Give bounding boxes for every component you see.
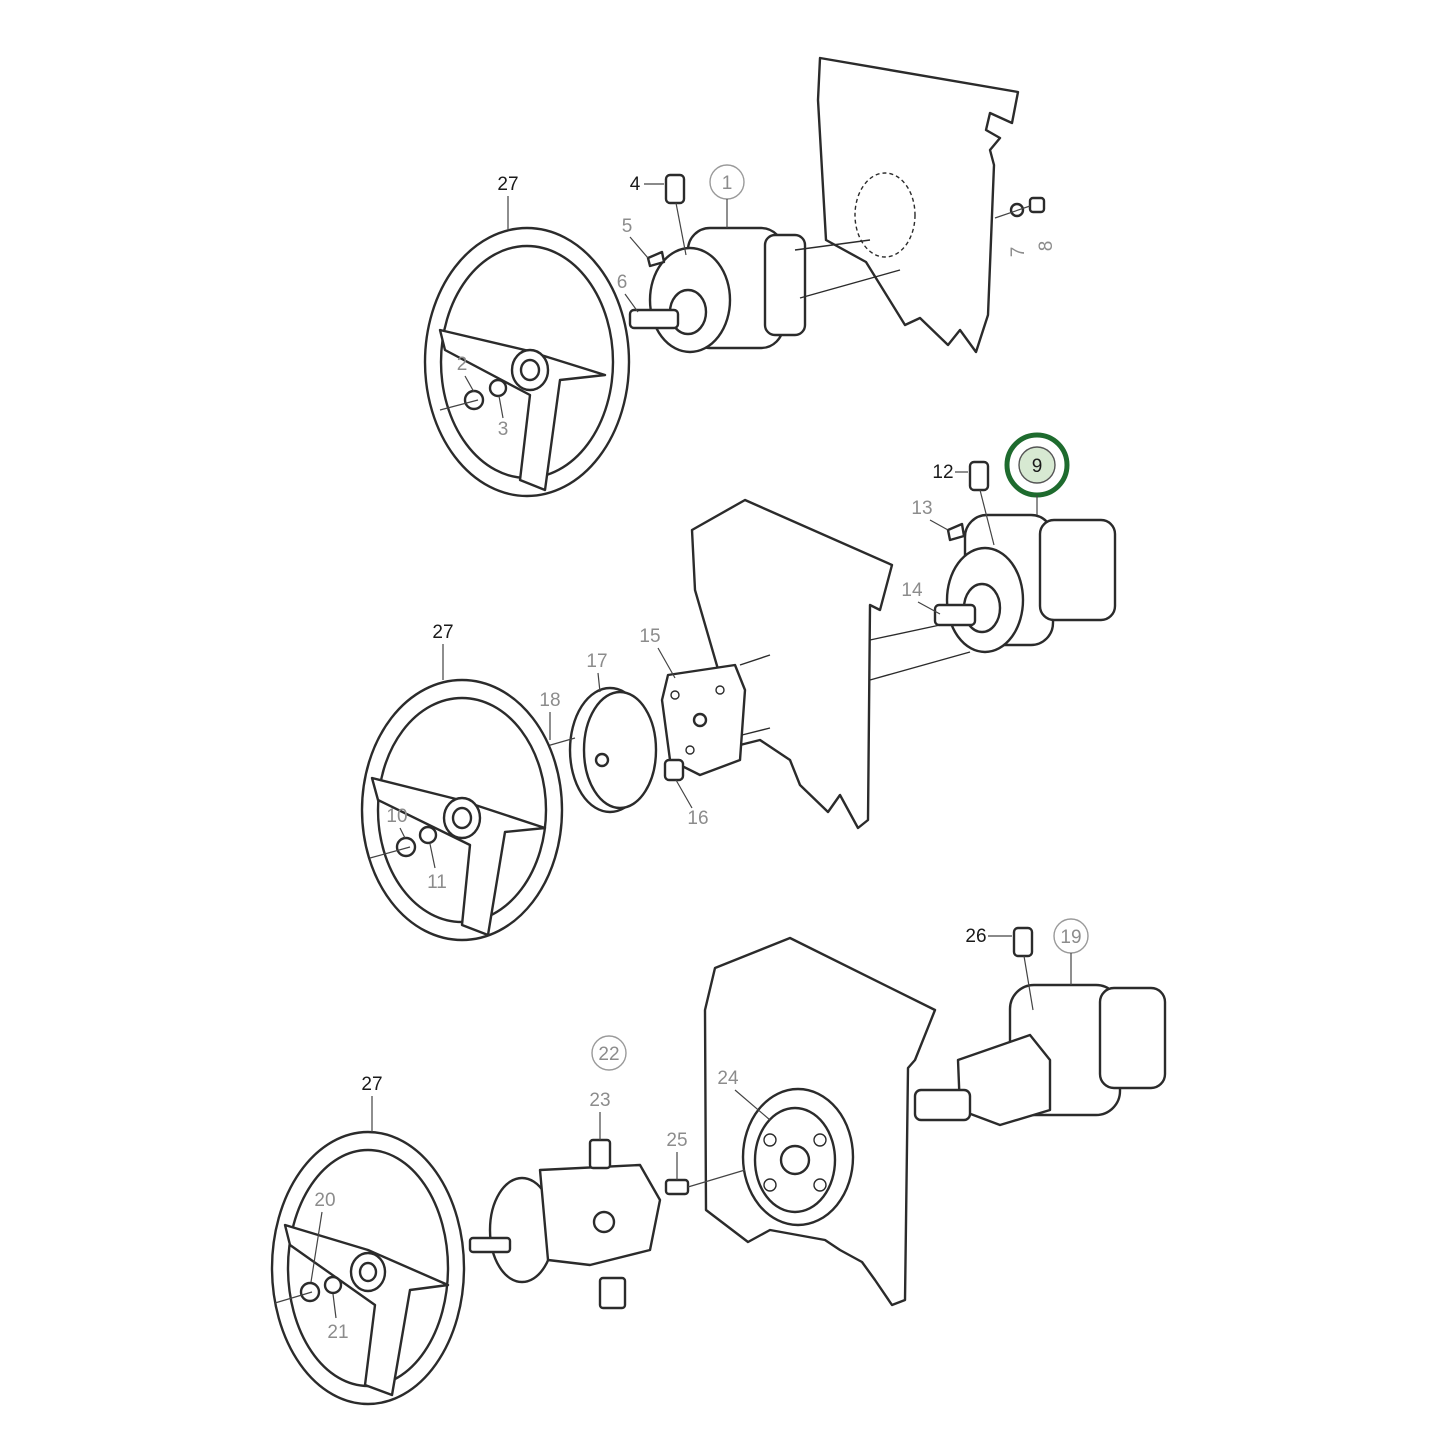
- top-steering-wheel: [423, 226, 631, 498]
- label-middle-pin: 18: [539, 690, 560, 711]
- bottom-steering-wheel: [270, 1130, 466, 1406]
- label-middle-flange: 17: [586, 651, 607, 672]
- label-top-washer: 3: [498, 419, 509, 440]
- label-middle-shaft: 14: [901, 580, 923, 601]
- label-middle-washer: 11: [427, 872, 447, 893]
- middle-key: [946, 522, 966, 542]
- label-bottom-ring: 24: [717, 1068, 739, 1089]
- label-bottom-unit: 19: [1060, 927, 1081, 948]
- top-key: [646, 250, 666, 268]
- middle-nut: [395, 836, 417, 858]
- bottom-bolt: [1012, 926, 1034, 958]
- label-bottom-wheel: 27: [361, 1074, 382, 1095]
- top-nut-small: [1028, 196, 1046, 214]
- label-middle-unit[interactable]: 9: [1032, 456, 1043, 477]
- top-assembly: 27 1 4 5 6 7 8 2 3: [423, 56, 1057, 498]
- label-top-bolt: 4: [630, 174, 641, 195]
- top-steering-unit: [628, 226, 901, 354]
- bottom-assembly: 27 19 26 22 23 24 25 20 21: [270, 918, 1167, 1406]
- top-washer: [488, 378, 508, 398]
- label-middle-spacer: 16: [687, 808, 708, 829]
- label-top-shaft: 6: [617, 272, 628, 293]
- middle-assembly: 27 9 12 13 14 15 17 18 16 10 11: [360, 432, 1117, 942]
- label-top-nut-small: 8: [1036, 241, 1057, 252]
- label-bottom-bracket: 23: [589, 1090, 610, 1111]
- middle-washer: [418, 825, 438, 845]
- middle-steering-unit: [869, 513, 1117, 681]
- label-top-washer-small: 7: [1008, 247, 1029, 258]
- top-dashboard-panel: [816, 56, 1020, 354]
- label-bottom-nut: 20: [314, 1190, 335, 1211]
- middle-flange: [568, 686, 658, 814]
- bottom-mounting-ring: [741, 1087, 855, 1227]
- label-top-nut: 2: [457, 354, 468, 375]
- label-bottom-screw: 25: [666, 1130, 687, 1151]
- middle-spacer: [663, 758, 685, 782]
- label-bottom-bolt: 26: [965, 926, 986, 947]
- label-top-unit: 1: [722, 173, 733, 194]
- label-top-key: 5: [622, 216, 633, 237]
- label-middle-wheel: 27: [432, 622, 453, 643]
- label-bottom-adapter: 22: [598, 1044, 619, 1065]
- bottom-screw: [664, 1178, 690, 1196]
- label-middle-key: 13: [911, 498, 932, 519]
- middle-steering-wheel: [360, 678, 564, 942]
- bottom-adapter-bracket: [468, 1138, 662, 1310]
- bottom-steering-unit: [913, 983, 1167, 1127]
- bottom-washer: [323, 1275, 343, 1295]
- label-middle-plate: 15: [639, 626, 660, 647]
- top-bolt: [664, 173, 686, 205]
- middle-dashboard-panel: [690, 498, 894, 830]
- top-nut: [463, 389, 485, 411]
- label-middle-bolt: 12: [932, 462, 953, 483]
- label-bottom-washer: 21: [327, 1322, 348, 1343]
- label-top-wheel: 27: [497, 174, 518, 195]
- middle-bolt: [968, 460, 990, 492]
- label-middle-nut: 10: [386, 806, 407, 827]
- middle-mounting-plate: [660, 654, 771, 777]
